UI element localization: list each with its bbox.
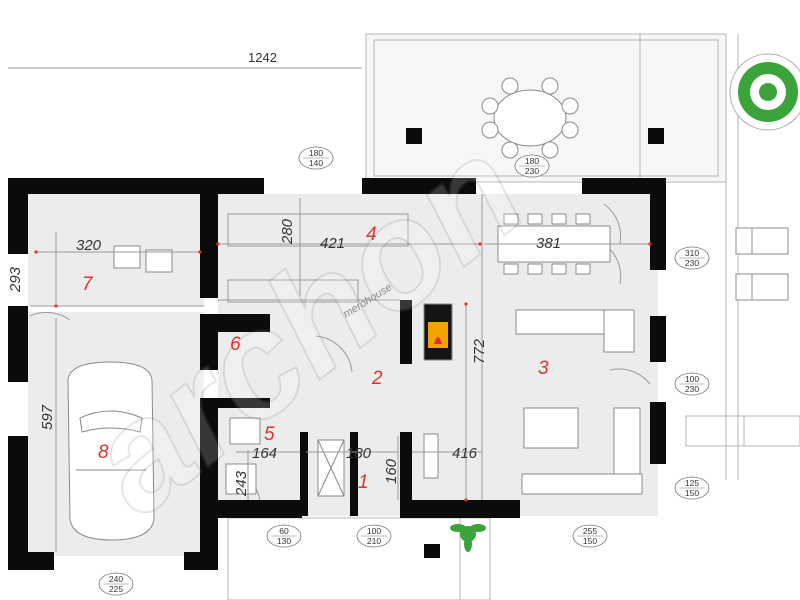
dim-160: 160: [383, 458, 400, 484]
opening-tag: 180 230: [514, 154, 550, 178]
room-number-2: 2: [371, 368, 383, 389]
svg-text:180: 180: [309, 148, 323, 158]
dim-421: 421: [320, 235, 345, 252]
room-number-5: 5: [264, 424, 275, 445]
svg-text:60: 60: [279, 526, 289, 536]
svg-text:150: 150: [583, 536, 597, 546]
opening-tag: 100 230: [674, 372, 710, 396]
dim-416: 416: [452, 445, 478, 462]
room-number-4: 4: [366, 224, 377, 245]
svg-text:100: 100: [685, 374, 699, 384]
opening-tag: 240 225: [98, 572, 134, 596]
opening-tag: 100 210: [356, 524, 392, 548]
svg-text:310: 310: [685, 248, 699, 258]
room-number-8: 8: [98, 442, 109, 463]
svg-text:140: 140: [309, 158, 323, 168]
opening-tag: 125 150: [674, 476, 710, 500]
thin-lines: [29, 194, 651, 505]
dimension-lines: [8, 67, 650, 552]
dim-180: 180: [346, 445, 372, 462]
sun-lounger-icon: [735, 227, 789, 301]
opening-tag: 255 150: [572, 524, 608, 548]
room-number-3: 3: [538, 358, 549, 379]
svg-text:210: 210: [367, 536, 381, 546]
overall-width-label: 1242: [248, 50, 277, 65]
svg-text:230: 230: [685, 384, 699, 394]
svg-text:230: 230: [525, 166, 539, 176]
svg-text:150: 150: [685, 488, 699, 498]
dim-320: 320: [76, 237, 102, 254]
svg-text:130: 130: [277, 536, 291, 546]
opening-tag: 310 230: [674, 246, 710, 270]
plant-icon: [450, 524, 486, 552]
svg-text:125: 125: [685, 478, 699, 488]
dim-293: 293: [7, 266, 24, 293]
svg-text:255: 255: [583, 526, 597, 536]
room-number-7: 7: [82, 274, 94, 295]
tree-icon: [729, 53, 800, 131]
dimension-markers: [34, 242, 652, 502]
room-number-1: 1: [358, 472, 369, 493]
room-dimensions: 320 293 280 421 381 772 597 164 180 416 …: [7, 218, 561, 497]
svg-text:240: 240: [109, 574, 123, 584]
dim-243: 243: [233, 470, 250, 497]
car-icon: [67, 361, 155, 541]
room-number-6: 6: [230, 334, 241, 355]
dim-772: 772: [471, 338, 488, 364]
opening-tag: 60 130: [266, 524, 302, 548]
fireplace-icon: [428, 322, 448, 348]
dim-280: 280: [279, 218, 296, 245]
dim-597: 597: [39, 404, 56, 430]
dining-table-icon: [493, 89, 567, 147]
opening-tag: 180 140: [298, 146, 334, 170]
walls: [8, 128, 666, 570]
room-numbers: 1 2 3 4 5 6 7 8: [82, 224, 549, 493]
svg-text:225: 225: [109, 584, 123, 594]
svg-text:100: 100: [367, 526, 381, 536]
dim-381: 381: [536, 235, 561, 252]
svg-text:230: 230: [685, 258, 699, 268]
svg-text:180: 180: [525, 156, 539, 166]
dim-164: 164: [252, 445, 277, 462]
opening-tags: 180 140 180 230 310 230 100 230 125 150: [98, 146, 710, 596]
